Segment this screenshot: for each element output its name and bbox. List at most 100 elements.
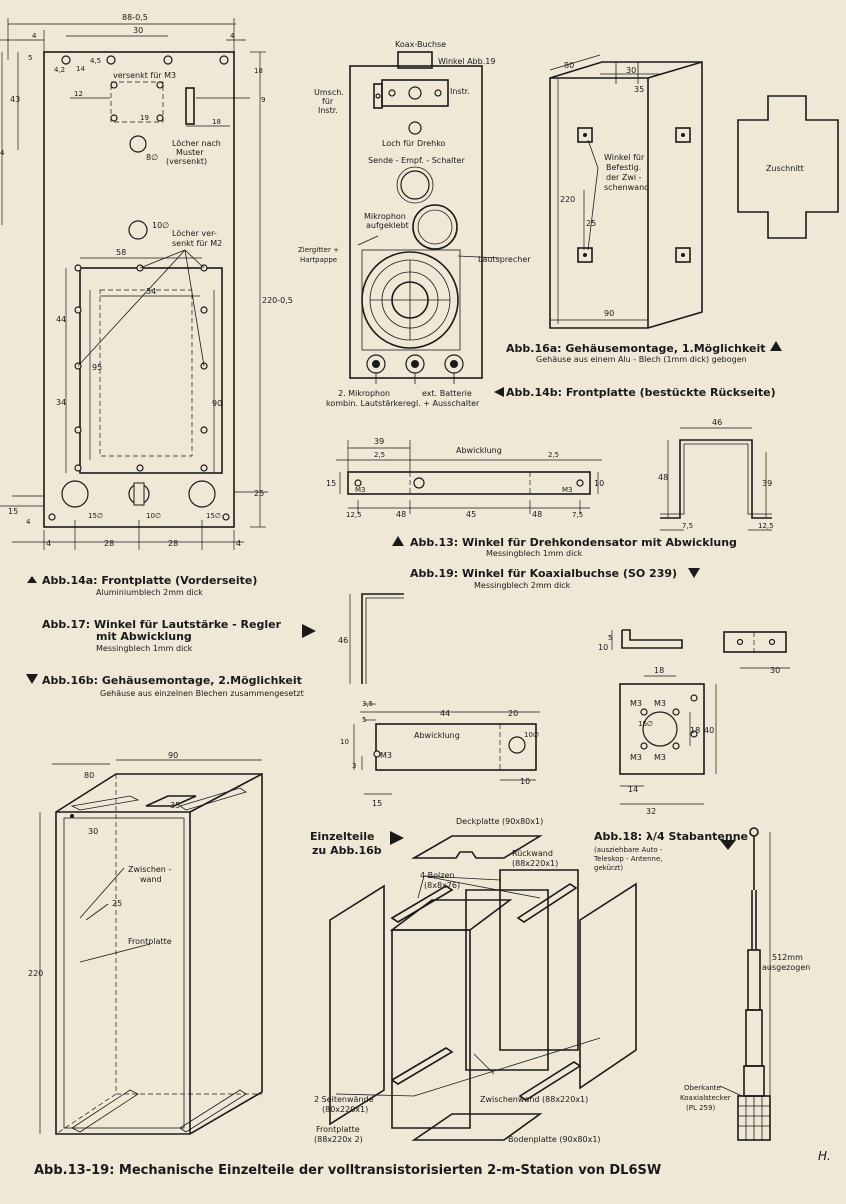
label-versenkt: versenkt für M3 (113, 71, 176, 80)
exploded-parts (329, 835, 637, 1141)
dim-12-5: 12,5 (346, 511, 362, 519)
label-loecher-m2b: senkt für M2 (172, 239, 222, 248)
dim-25: 25 (112, 899, 122, 908)
dim-9: 9 (261, 96, 265, 104)
fig14a-caption: Abb.14a: Frontplatte (Vorderseite) (42, 574, 257, 587)
dim-45: 45 (466, 510, 476, 519)
dim-25: 25 (586, 219, 596, 228)
hole-10-label: 10∅ (524, 731, 539, 739)
fig19-material: Messingblech 2mm dick (474, 581, 571, 590)
label-rueckwand-dim: (88x220x1) (512, 859, 558, 868)
dim-35: 35 (634, 85, 644, 94)
m3-bl: M3 (630, 753, 642, 762)
dim-90: 90 (604, 309, 614, 318)
label-muster: Muster (176, 148, 204, 157)
dim-12-5b: 12,5 (758, 522, 774, 530)
hole-15a-label: 15∅ (88, 512, 103, 520)
label-winkel-19: Winkel Abb.19 (438, 57, 495, 66)
dim-18: 18 (654, 666, 664, 675)
deckplatte-part (411, 835, 543, 859)
dim-39: 39 (374, 437, 384, 446)
fig16b-caption: Abb.16b: Gehäusemontage, 2.Möglichkeit (42, 674, 302, 687)
label-4-bolzen: 4 Bolzen (420, 871, 454, 880)
fig17-caption2: mit Abwicklung (96, 630, 192, 643)
label-seitenwaende: 2 Seitenwände (314, 1095, 374, 1104)
dim-30: 30 (626, 66, 636, 75)
dim-220: 220 (560, 195, 575, 204)
dim-90: 90 (168, 751, 178, 760)
dim-40: 40 (704, 726, 714, 735)
arrow-down-icon (26, 674, 38, 684)
label-kombin: kombin. Lautstärkeregl. + Ausschalter (326, 399, 480, 408)
fig18-sub1: (ausziehbare Auto - (594, 846, 663, 854)
dim-14: 14 (628, 785, 638, 794)
seitenwand-left (329, 884, 385, 1126)
dim-12: 12 (74, 90, 83, 98)
dim-2-5b: 2,5 (548, 451, 559, 459)
label-loecher-m2a: Löcher ver- (172, 229, 217, 238)
zuschnitt-pattern (737, 95, 839, 239)
dim-43: 43 (10, 95, 20, 104)
label-ext-batterie: ext. Batterie (422, 389, 472, 398)
dim-48b: 48 (532, 510, 542, 519)
label-instr: Instr. (450, 87, 470, 96)
label-frontplatte-dim: (88x220x 2) (314, 1135, 363, 1144)
front-panel-outline (43, 51, 235, 528)
dim-7-5b: 7,5 (682, 522, 693, 530)
dim-10: 10 (594, 479, 604, 488)
fig18-sub2: Teleskop - Antenne, (593, 855, 662, 863)
fig16a-housing (549, 54, 703, 329)
dim-19: 19 (140, 114, 149, 122)
dim-39b: 39 (762, 479, 772, 488)
label-befestig: Befestig. (606, 163, 641, 172)
arrow-right-icon (302, 624, 316, 638)
dim-4-2: 4,2 (54, 66, 65, 74)
dim-bot-28a: 28 (104, 539, 114, 548)
dim-15: 15 (372, 799, 382, 808)
arrow-up-icon (392, 536, 404, 546)
fig19-coax-bracket (611, 629, 790, 805)
label-schenwand: schenwand (604, 183, 649, 192)
label-ziergitter: Ziergitter + (298, 246, 339, 254)
m3-br: M3 (654, 753, 666, 762)
dim-48c: 48 (658, 473, 668, 482)
dim-10: 10 (598, 643, 608, 652)
signature: H. (818, 1149, 831, 1163)
dim-30: 30 (770, 666, 780, 675)
label-versenkt2: (versenkt) (166, 157, 207, 166)
hole-10-label: 10∅ (152, 221, 169, 230)
fig14b-front-panel-back (349, 51, 501, 384)
dim-15: 15 (326, 479, 336, 488)
dim-4-left: 4 (32, 32, 37, 40)
dim-80: 80 (564, 61, 574, 70)
arrow-right-icon (390, 831, 404, 845)
label-bolzen-dim: (8x8x76) (424, 881, 460, 890)
zwischenwand-part (465, 889, 549, 1071)
label-pl259: (PL 259) (686, 1104, 715, 1112)
dim-4-right: 4 (230, 32, 235, 40)
label-frontplatte: Frontplatte (128, 937, 172, 946)
fig16a-caption: Abb.16a: Gehäusemontage, 1.Möglichkeit (506, 342, 765, 355)
m3-tl: M3 (630, 699, 642, 708)
label-fuer: für (322, 97, 334, 106)
m3-b: M3 (562, 486, 573, 494)
dim-18b: 18 (212, 118, 221, 126)
antenna-drawing (719, 827, 771, 1141)
label-mikrophon: Mikrophon (364, 212, 406, 221)
einzelteile-title: Einzelteile (310, 830, 374, 843)
dim-10: 10 (340, 738, 349, 746)
label-wand: wand (140, 875, 162, 884)
dim-90: 90 (212, 399, 222, 408)
fig18-caption: Abb.18: λ/4 Stabantenne (594, 830, 748, 843)
label-winkel-fuer: Winkel für (604, 153, 645, 162)
einzelteile-title2: zu Abb.16b (312, 844, 382, 857)
dim-46: 46 (338, 636, 348, 645)
label-deckplatte: Deckplatte (90x80x1) (456, 817, 543, 826)
dim-30: 30 (133, 26, 143, 35)
dim-88: 88-0,5 (122, 13, 148, 22)
dim-5: 5 (362, 716, 366, 724)
hole-16-label: 16∅ (638, 720, 653, 728)
fig14a-front-panel (0, 18, 268, 550)
fig16b-material: Gehäuse aus einzelnen Blechen zusammenge… (100, 689, 304, 698)
